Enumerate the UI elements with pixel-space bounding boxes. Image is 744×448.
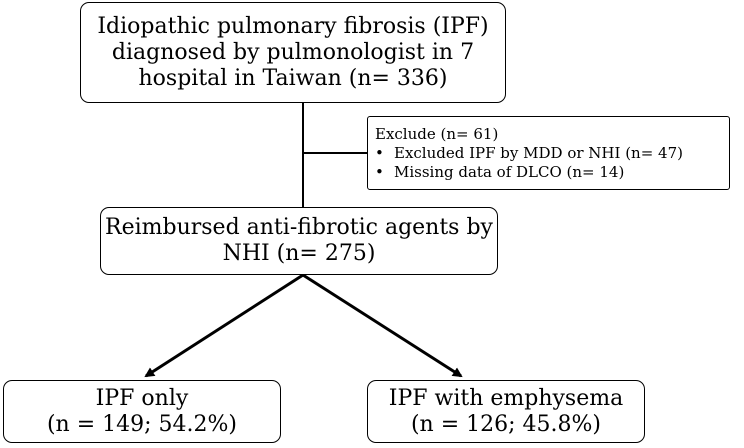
exclude-title: Exclude (n= 61) bbox=[375, 124, 499, 143]
bullet-icon: • bbox=[375, 143, 384, 162]
exclude-item: • Missing data of DLCO (n= 14) bbox=[375, 163, 729, 182]
exclude-item-text: Missing data of DLCO (n= 14) bbox=[394, 162, 625, 181]
exclude-box: Exclude (n= 61) • Excluded IPF by MDD or… bbox=[367, 116, 730, 190]
reimbursed-box: Reimbursed anti-fibrotic agents by NHI (… bbox=[100, 207, 498, 275]
reimbursed-line-1: Reimbursed anti-fibrotic agents by bbox=[105, 215, 493, 240]
ipf-diagnosed-line-3: hospital in Taiwan (n= 336) bbox=[138, 65, 448, 91]
arrow-to-ipf-only bbox=[144, 273, 304, 378]
arrow-to-ipf-emphysema bbox=[302, 273, 463, 378]
reimbursed-line-2: NHI (n= 275) bbox=[222, 241, 376, 266]
ipf-emphysema-count: (n = 126; 45.8%) bbox=[410, 411, 602, 437]
ipf-only-count: (n = 149; 54.2%) bbox=[46, 411, 238, 437]
bullet-icon: • bbox=[375, 162, 384, 181]
ipf-diagnosed-line-2: diagnosed by pulmonologist in 7 bbox=[111, 39, 475, 65]
ipf-only-box: IPF only (n = 149; 54.2%) bbox=[3, 380, 281, 443]
ipf-emphysema-label: IPF with emphysema bbox=[388, 385, 624, 411]
exclude-item: • Excluded IPF by MDD or NHI (n= 47) bbox=[375, 144, 729, 163]
ipf-only-label: IPF only bbox=[95, 385, 189, 411]
exclude-item-text: Excluded IPF by MDD or NHI (n= 47) bbox=[394, 143, 683, 162]
ipf-diagnosed-line-1: Idiopathic pulmonary fibrosis (IPF) bbox=[97, 13, 489, 39]
ipf-emphysema-box: IPF with emphysema (n = 126; 45.8%) bbox=[367, 380, 645, 443]
ipf-diagnosed-box: Idiopathic pulmonary fibrosis (IPF) diag… bbox=[80, 2, 506, 103]
